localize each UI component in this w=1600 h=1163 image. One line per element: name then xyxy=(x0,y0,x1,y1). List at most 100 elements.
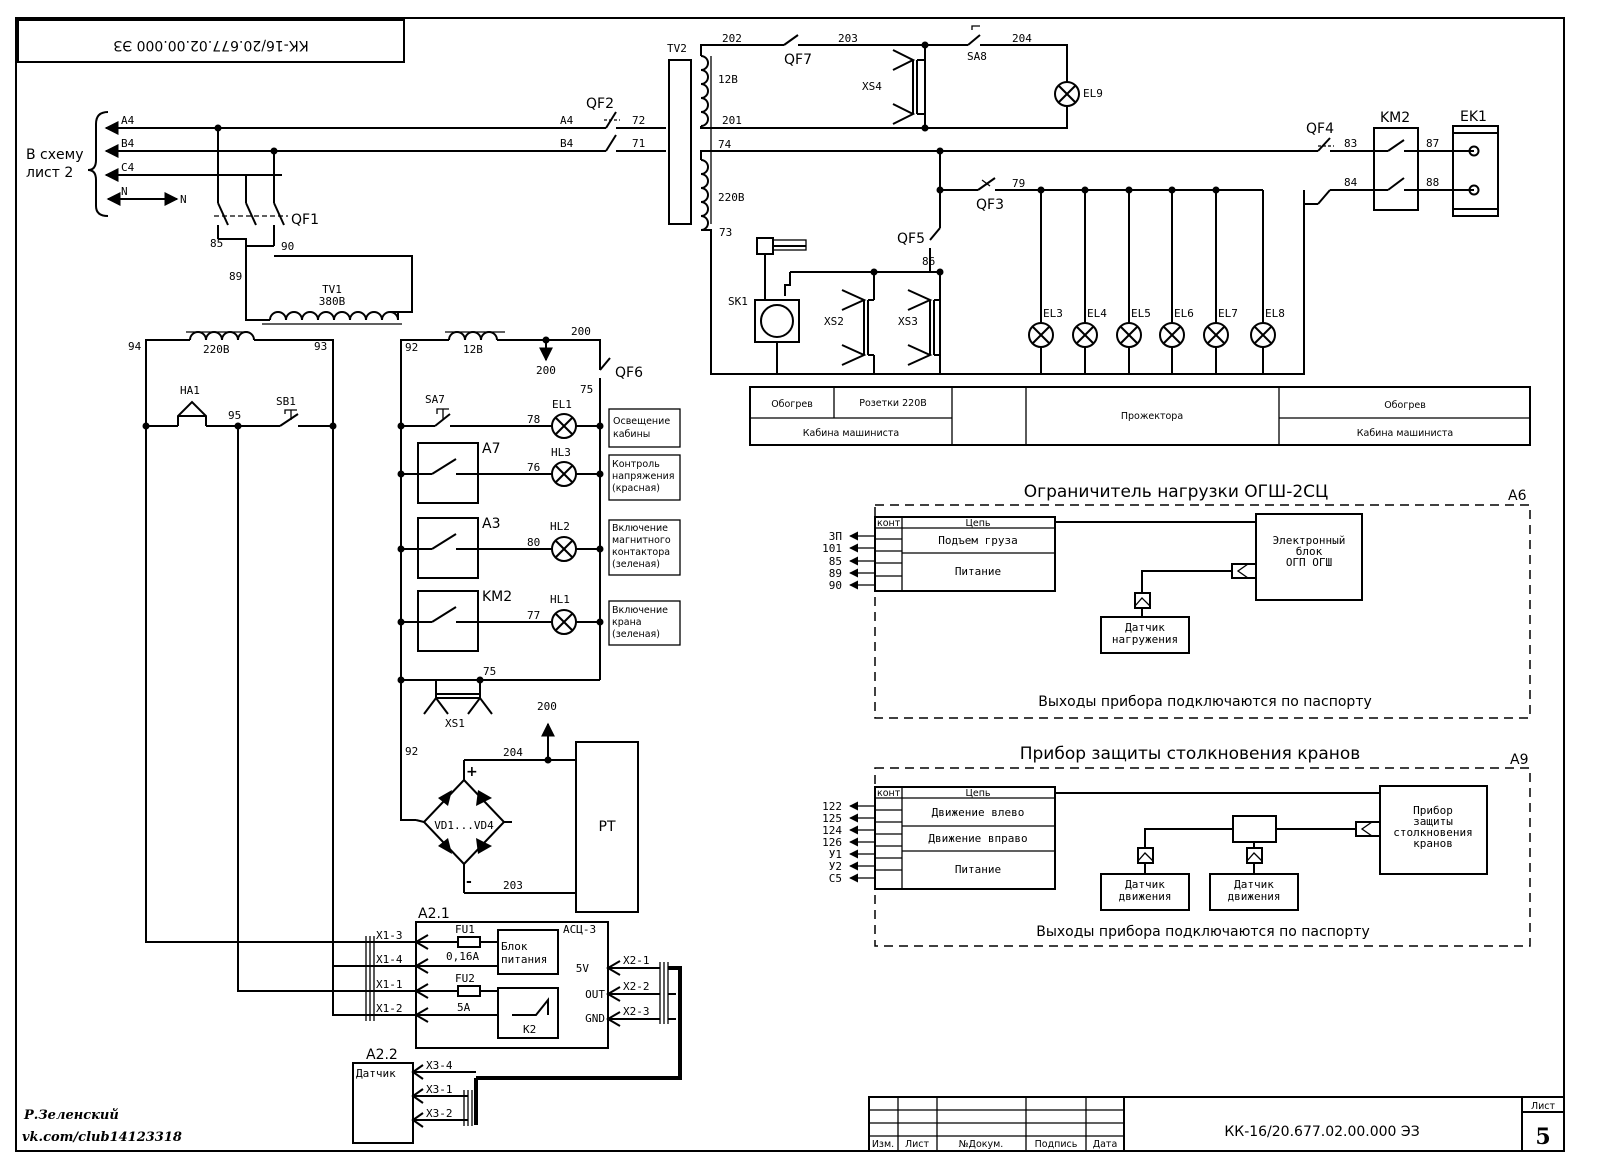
hl2-label: HL2 xyxy=(550,520,570,533)
a9-pin-126: 126 xyxy=(822,836,842,849)
x1-4: X1-4 xyxy=(376,953,403,966)
a9-unit-1: Прибор xyxy=(1413,804,1453,817)
a9-unit-2: защиты xyxy=(1413,815,1453,828)
author-link: vk.com/club14123318 xyxy=(22,1130,182,1145)
a21-label: A2.1 xyxy=(418,906,450,922)
el9-label: EL9 xyxy=(1083,87,1103,100)
w200a: 200 xyxy=(536,364,556,377)
sheet-frame: КК-16/20.677.02.00.000 ЭЗ xyxy=(15,17,1565,1152)
w204b: 204 xyxy=(503,746,523,759)
w86: 86 xyxy=(922,255,935,268)
el4-label: EL4 xyxy=(1087,307,1107,320)
x2-1: X2-1 xyxy=(623,954,650,967)
w204: 204 xyxy=(1012,32,1032,45)
tv2-label: TV2 xyxy=(667,42,687,55)
xs1-label: XS1 xyxy=(445,717,465,730)
sheet-number: 5 xyxy=(1535,1124,1550,1150)
a6-tag: A6 xyxy=(1508,488,1527,504)
bus-c4: С4 xyxy=(121,161,135,174)
w94: 94 xyxy=(128,340,142,353)
a6-sensor-2: нагружения xyxy=(1112,633,1178,646)
a6-pin-85: 85 xyxy=(829,555,842,568)
el1-label: EL1 xyxy=(552,398,572,411)
minus-sign: - xyxy=(466,874,472,890)
legend-cabin2: Кабина машиниста xyxy=(1357,428,1453,439)
legend-spot: Прожектора xyxy=(1121,411,1183,422)
note-hl3-2: напряжения xyxy=(612,471,675,482)
w88: 88 xyxy=(1426,176,1439,189)
a9-sensor1-1: Датчик xyxy=(1125,878,1165,891)
qf5-label: QF5 xyxy=(897,231,925,247)
xs4-label: XS4 xyxy=(862,80,882,93)
fu2-label: FU2 xyxy=(455,972,475,985)
vd-label: VD1...VD4 xyxy=(434,819,494,832)
a9-sensor2-1: Датчик xyxy=(1234,878,1274,891)
w75b: 75 xyxy=(483,665,496,678)
note-hl2-2: магнитного xyxy=(612,535,671,546)
el8-label: EL8 xyxy=(1265,307,1285,320)
w85: 85 xyxy=(210,237,223,250)
hl3-label: HL3 xyxy=(551,446,571,459)
tb-list: Лист xyxy=(905,1139,930,1150)
ha1-label: HA1 xyxy=(180,384,200,397)
el6-label: EL6 xyxy=(1174,307,1194,320)
a9-col-chain: Цепь xyxy=(965,788,990,799)
el5-label: EL5 xyxy=(1131,307,1151,320)
to-scheme-2: лист 2 xyxy=(26,165,73,181)
pt-label: PT xyxy=(599,819,616,835)
sk1-label: SK1 xyxy=(728,295,748,308)
w92: 92 xyxy=(405,341,418,354)
note-hl3-1: Контроль xyxy=(612,459,660,470)
sb1-label: SB1 xyxy=(276,395,296,408)
note-hl1-3: (зеленая) xyxy=(612,629,660,640)
to-scheme-1: В схему xyxy=(26,147,84,163)
a9-sensor1-2: движения xyxy=(1119,890,1172,903)
a6-sensor-1: Датчик xyxy=(1125,621,1165,634)
a4-right: А4 xyxy=(560,114,574,127)
legend-heat2: Обогрев xyxy=(1384,400,1426,411)
fu1-label: FU1 xyxy=(455,923,475,936)
a6-pin-101: 101 xyxy=(822,542,842,555)
a6-unit-2: блок xyxy=(1296,545,1323,558)
note-hl2-3: контактора xyxy=(612,547,670,558)
w76: 76 xyxy=(527,461,540,474)
a6-pin-90: 90 xyxy=(829,579,842,592)
a9-pin-u2: У2 xyxy=(829,860,842,873)
a6-row-power: Питание xyxy=(955,565,1001,578)
input-bus: В схему лист 2 А4 В4 С4 N N QF1 85 90 89 xyxy=(26,111,606,325)
pin-5v: 5V xyxy=(576,962,590,975)
x1-3: X1-3 xyxy=(376,929,403,942)
w95: 95 xyxy=(228,409,241,422)
a9-row-left: Движение влево xyxy=(932,806,1025,819)
tv2-220v: 220В xyxy=(718,191,745,204)
pin-out: OUT xyxy=(585,988,605,1001)
qf7-label: QF7 xyxy=(784,52,812,68)
tv2-12v: 12В xyxy=(718,73,738,86)
a9-title: Прибор защиты столкновения кранов xyxy=(1020,744,1361,764)
w90: 90 xyxy=(281,240,294,253)
a6-load-limiter: Ограничитель нагрузки ОГШ-2СЦ A6 конт Це… xyxy=(822,482,1531,719)
x3-2: X3-2 xyxy=(426,1107,453,1120)
w93: 93 xyxy=(314,340,327,353)
a6-title: Ограничитель нагрузки ОГШ-2СЦ xyxy=(1024,482,1328,502)
legend-sockets: Розетки 220В xyxy=(859,398,927,409)
a9-tag: A9 xyxy=(1510,752,1528,768)
tv2-section: А4 В4 QF2 72 71 TV2 12В 220В 202 QF7 203… xyxy=(560,25,1499,375)
x3-1: X3-1 xyxy=(426,1083,453,1096)
a9-unit-4: кранов xyxy=(1413,837,1453,850)
note-hl2-1: Включение xyxy=(612,523,668,534)
x2-2: X2-2 xyxy=(623,980,650,993)
a6-unit-1: Электронный xyxy=(1273,534,1346,547)
w83: 83 xyxy=(1344,137,1357,150)
bus-a4: А4 xyxy=(121,114,135,127)
a6-unit-3: ОГП ОГШ xyxy=(1286,556,1333,569)
x2-3: X2-3 xyxy=(623,1005,650,1018)
a9-col-cont: конт xyxy=(877,788,901,799)
legend-heat1: Обогрев xyxy=(771,399,813,410)
legend-cabin1: Кабина машиниста xyxy=(803,428,899,439)
author-name: Р.Зеленский xyxy=(23,1108,119,1123)
a9-pin-c5: С5 xyxy=(829,872,842,885)
a6-col-cont: конт xyxy=(877,518,901,529)
w73: 73 xyxy=(719,226,732,239)
